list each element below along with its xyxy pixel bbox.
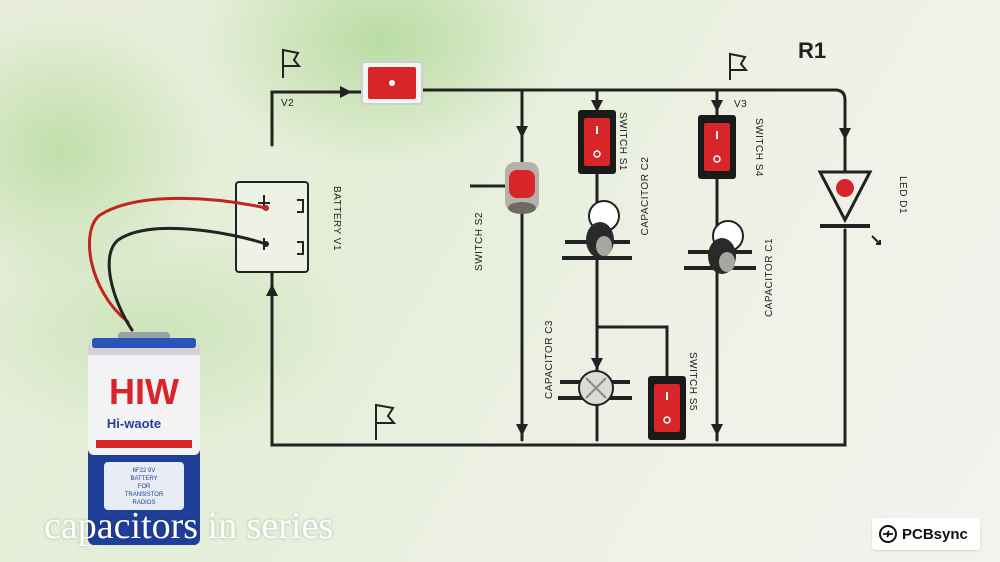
switch-s2	[470, 162, 539, 214]
flag-icon	[375, 403, 397, 440]
capacitor-c2-label: CAPACITOR C2	[640, 157, 651, 236]
current-arrows	[266, 86, 851, 436]
battery-pack: HIW Hi-waote 6F22 9V BATTERY FOR TRANSIS…	[88, 332, 200, 545]
switch-s5	[648, 376, 686, 440]
capacitor-c1	[684, 220, 756, 274]
switch-s4-label: SWITCH S4	[753, 118, 764, 177]
diagram-caption: capacitors in series	[44, 505, 334, 547]
battery-label-line: FOR	[138, 484, 151, 490]
main-switch	[361, 61, 423, 105]
switch-s1-label: SWITCH S1	[617, 112, 628, 171]
battery-label-line: BATTERY	[130, 476, 157, 482]
battery-leads	[87, 196, 268, 332]
switch-s2-label: SWITCH S2	[474, 212, 485, 271]
pcbsync-logo: PCBsync	[872, 518, 980, 550]
capacitor-c3	[558, 370, 632, 406]
battery-symbol	[235, 181, 309, 273]
battery-label-line: RADIOS	[132, 500, 155, 506]
pcbsync-logo-icon	[879, 525, 897, 543]
capacitor-c2	[562, 200, 632, 260]
switch-s5-label: SWITCH S5	[687, 352, 698, 411]
capacitor-c3-label: CAPACITOR C3	[544, 320, 555, 399]
battery-brand: HIW	[109, 371, 179, 412]
node-label-v2: V2	[281, 98, 294, 109]
battery-label-line: TRANSISTOR	[125, 492, 164, 498]
node-flags	[282, 48, 749, 440]
led-d1	[817, 140, 881, 245]
logo-text: PCBsync	[902, 525, 968, 543]
led-d1-label: LED D1	[897, 176, 908, 214]
battery-label: BATTERY V1	[331, 186, 342, 251]
node-label-v3: V3	[734, 99, 747, 110]
flag-icon	[282, 48, 302, 78]
switch-s1	[578, 110, 616, 174]
flag-icon	[729, 52, 749, 80]
capacitor-c1-label: CAPACITOR C1	[764, 238, 775, 317]
battery-label-line: 6F22 9V	[133, 468, 156, 474]
battery-subbrand: Hi-waote	[107, 416, 161, 431]
circuit-title: R1	[798, 38, 826, 63]
switch-s4	[698, 115, 736, 179]
